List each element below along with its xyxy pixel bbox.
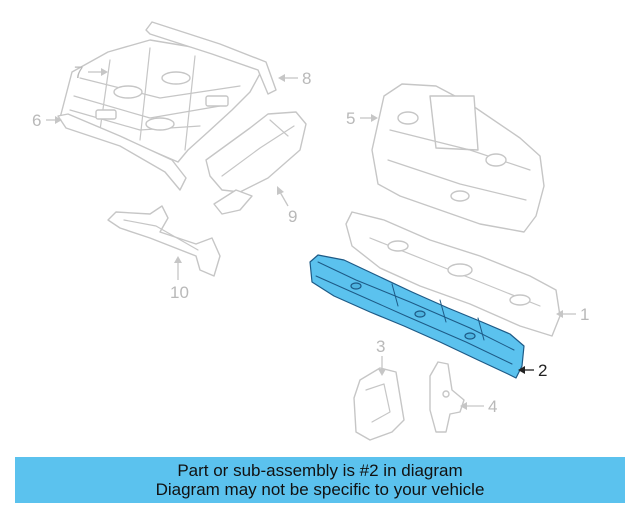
part-9-bracket — [205, 111, 307, 215]
callout-9: 9 — [288, 207, 297, 226]
parts-diagram: 1 2 3 4 5 6 7 8 9 10 — [32, 21, 589, 441]
part-5-rear-panel — [371, 83, 545, 233]
info-banner: Part or sub-assembly is #2 in diagram Di… — [15, 457, 625, 503]
callout-3: 3 — [376, 337, 385, 356]
part-rear-floor-pan — [57, 21, 277, 191]
callout-5: 5 — [346, 109, 355, 128]
callout-1: 1 — [580, 305, 589, 324]
callout-2: 2 — [538, 361, 547, 380]
part-10-crossmember — [107, 205, 221, 277]
banner-line-disclaimer: Diagram may not be specific to your vehi… — [155, 480, 485, 499]
part-1-body-panel — [345, 211, 561, 337]
callout-4: 4 — [488, 397, 497, 416]
callout-labels: 1 2 3 4 5 6 7 8 9 10 — [32, 63, 589, 416]
callout-8: 8 — [302, 69, 311, 88]
callout-6: 6 — [32, 111, 41, 130]
part-3-side-bracket — [353, 367, 405, 441]
part-4-side-bracket — [429, 361, 465, 433]
callout-7: 7 — [74, 63, 83, 82]
leader-lines — [46, 68, 576, 410]
banner-line-part: Part or sub-assembly is #2 in diagram — [177, 461, 463, 480]
callout-10: 10 — [170, 283, 189, 302]
part-2-highlighted — [309, 254, 525, 379]
